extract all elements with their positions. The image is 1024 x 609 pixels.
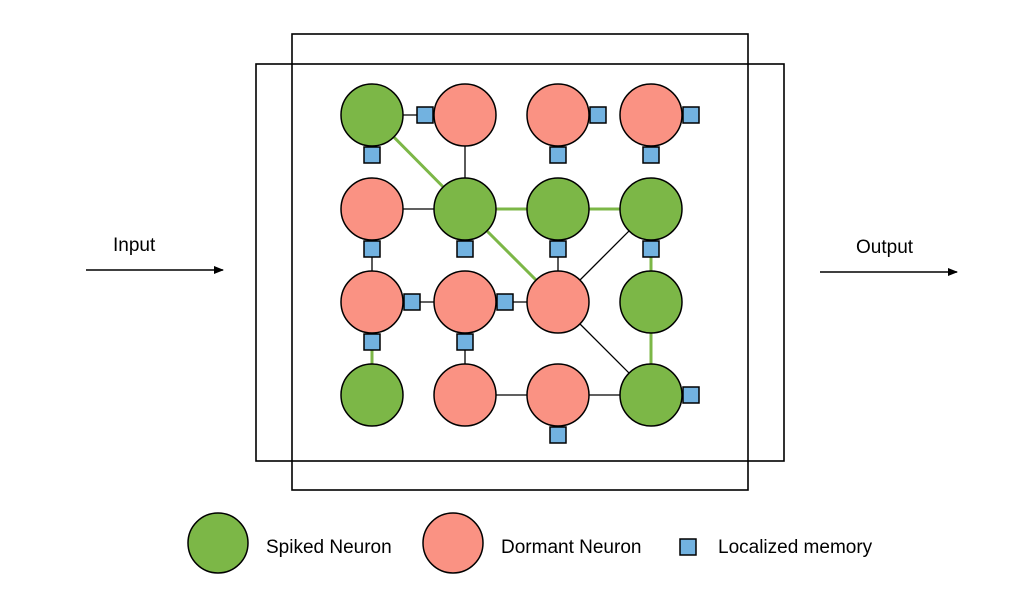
connections-layer	[370, 113, 653, 396]
dormant-neuron-r0c1	[433, 83, 497, 147]
legend-dormant-label: Dormant Neuron	[501, 537, 641, 558]
dormant-neuron-r2c1	[433, 270, 497, 334]
dormant-neuron-r0c3	[619, 83, 683, 147]
spiked-neuron-r3c0	[340, 363, 404, 427]
spiked-neuron-r0c0	[340, 83, 404, 147]
legend-spiked-swatch	[187, 512, 249, 574]
dormant-neuron-r1c0	[340, 177, 404, 241]
neurons-layer	[340, 83, 683, 427]
memory-r2c1-bottom	[456, 333, 474, 351]
dormant-neuron-r0c2	[526, 83, 590, 147]
memory-r1c3-bottom	[642, 240, 660, 258]
memory-r3c3-right	[682, 386, 700, 404]
spiked-neuron-r1c1	[433, 177, 497, 241]
input-label: Input	[113, 235, 156, 256]
legend-dormant-swatch	[422, 512, 484, 574]
memory-r1c0-bottom	[363, 240, 381, 258]
memory-r0c2-right	[589, 106, 607, 124]
memory-r0c1-left	[416, 106, 434, 124]
spiked-neuron-r1c3	[619, 177, 683, 241]
memory-r0c3-bottom	[642, 146, 660, 164]
dormant-neuron-r3c1	[433, 363, 497, 427]
legend-memory-label: Localized memory	[718, 537, 873, 558]
memory-r2c0-bottom	[363, 333, 381, 351]
memory-r2c1-right	[496, 293, 514, 311]
spiked-neuron-r1c2	[526, 177, 590, 241]
memories-layer	[363, 106, 700, 444]
memory-r0c0-bottom	[363, 146, 381, 164]
memory-r2c0-right	[403, 293, 421, 311]
legend: Spiked Neuron Dormant Neuron Localized m…	[187, 512, 873, 574]
spiked-neuron-r2c3	[619, 270, 683, 334]
back-frame	[255, 63, 785, 462]
spiked-neuron-r3c3	[619, 363, 683, 427]
memory-r3c2-bottom	[549, 426, 567, 444]
memory-r0c3-right	[682, 106, 700, 124]
front-frame	[291, 33, 749, 491]
output-label: Output	[856, 237, 914, 258]
memory-r0c2-bottom	[549, 146, 567, 164]
legend-memory-swatch	[679, 538, 697, 556]
dormant-neuron-r3c2	[526, 363, 590, 427]
memory-r1c1-bottom	[456, 240, 474, 258]
memory-r1c2-bottom	[549, 240, 567, 258]
dormant-neuron-r2c0	[340, 270, 404, 334]
dormant-neuron-r2c2	[526, 270, 590, 334]
legend-spiked-label: Spiked Neuron	[266, 537, 392, 558]
